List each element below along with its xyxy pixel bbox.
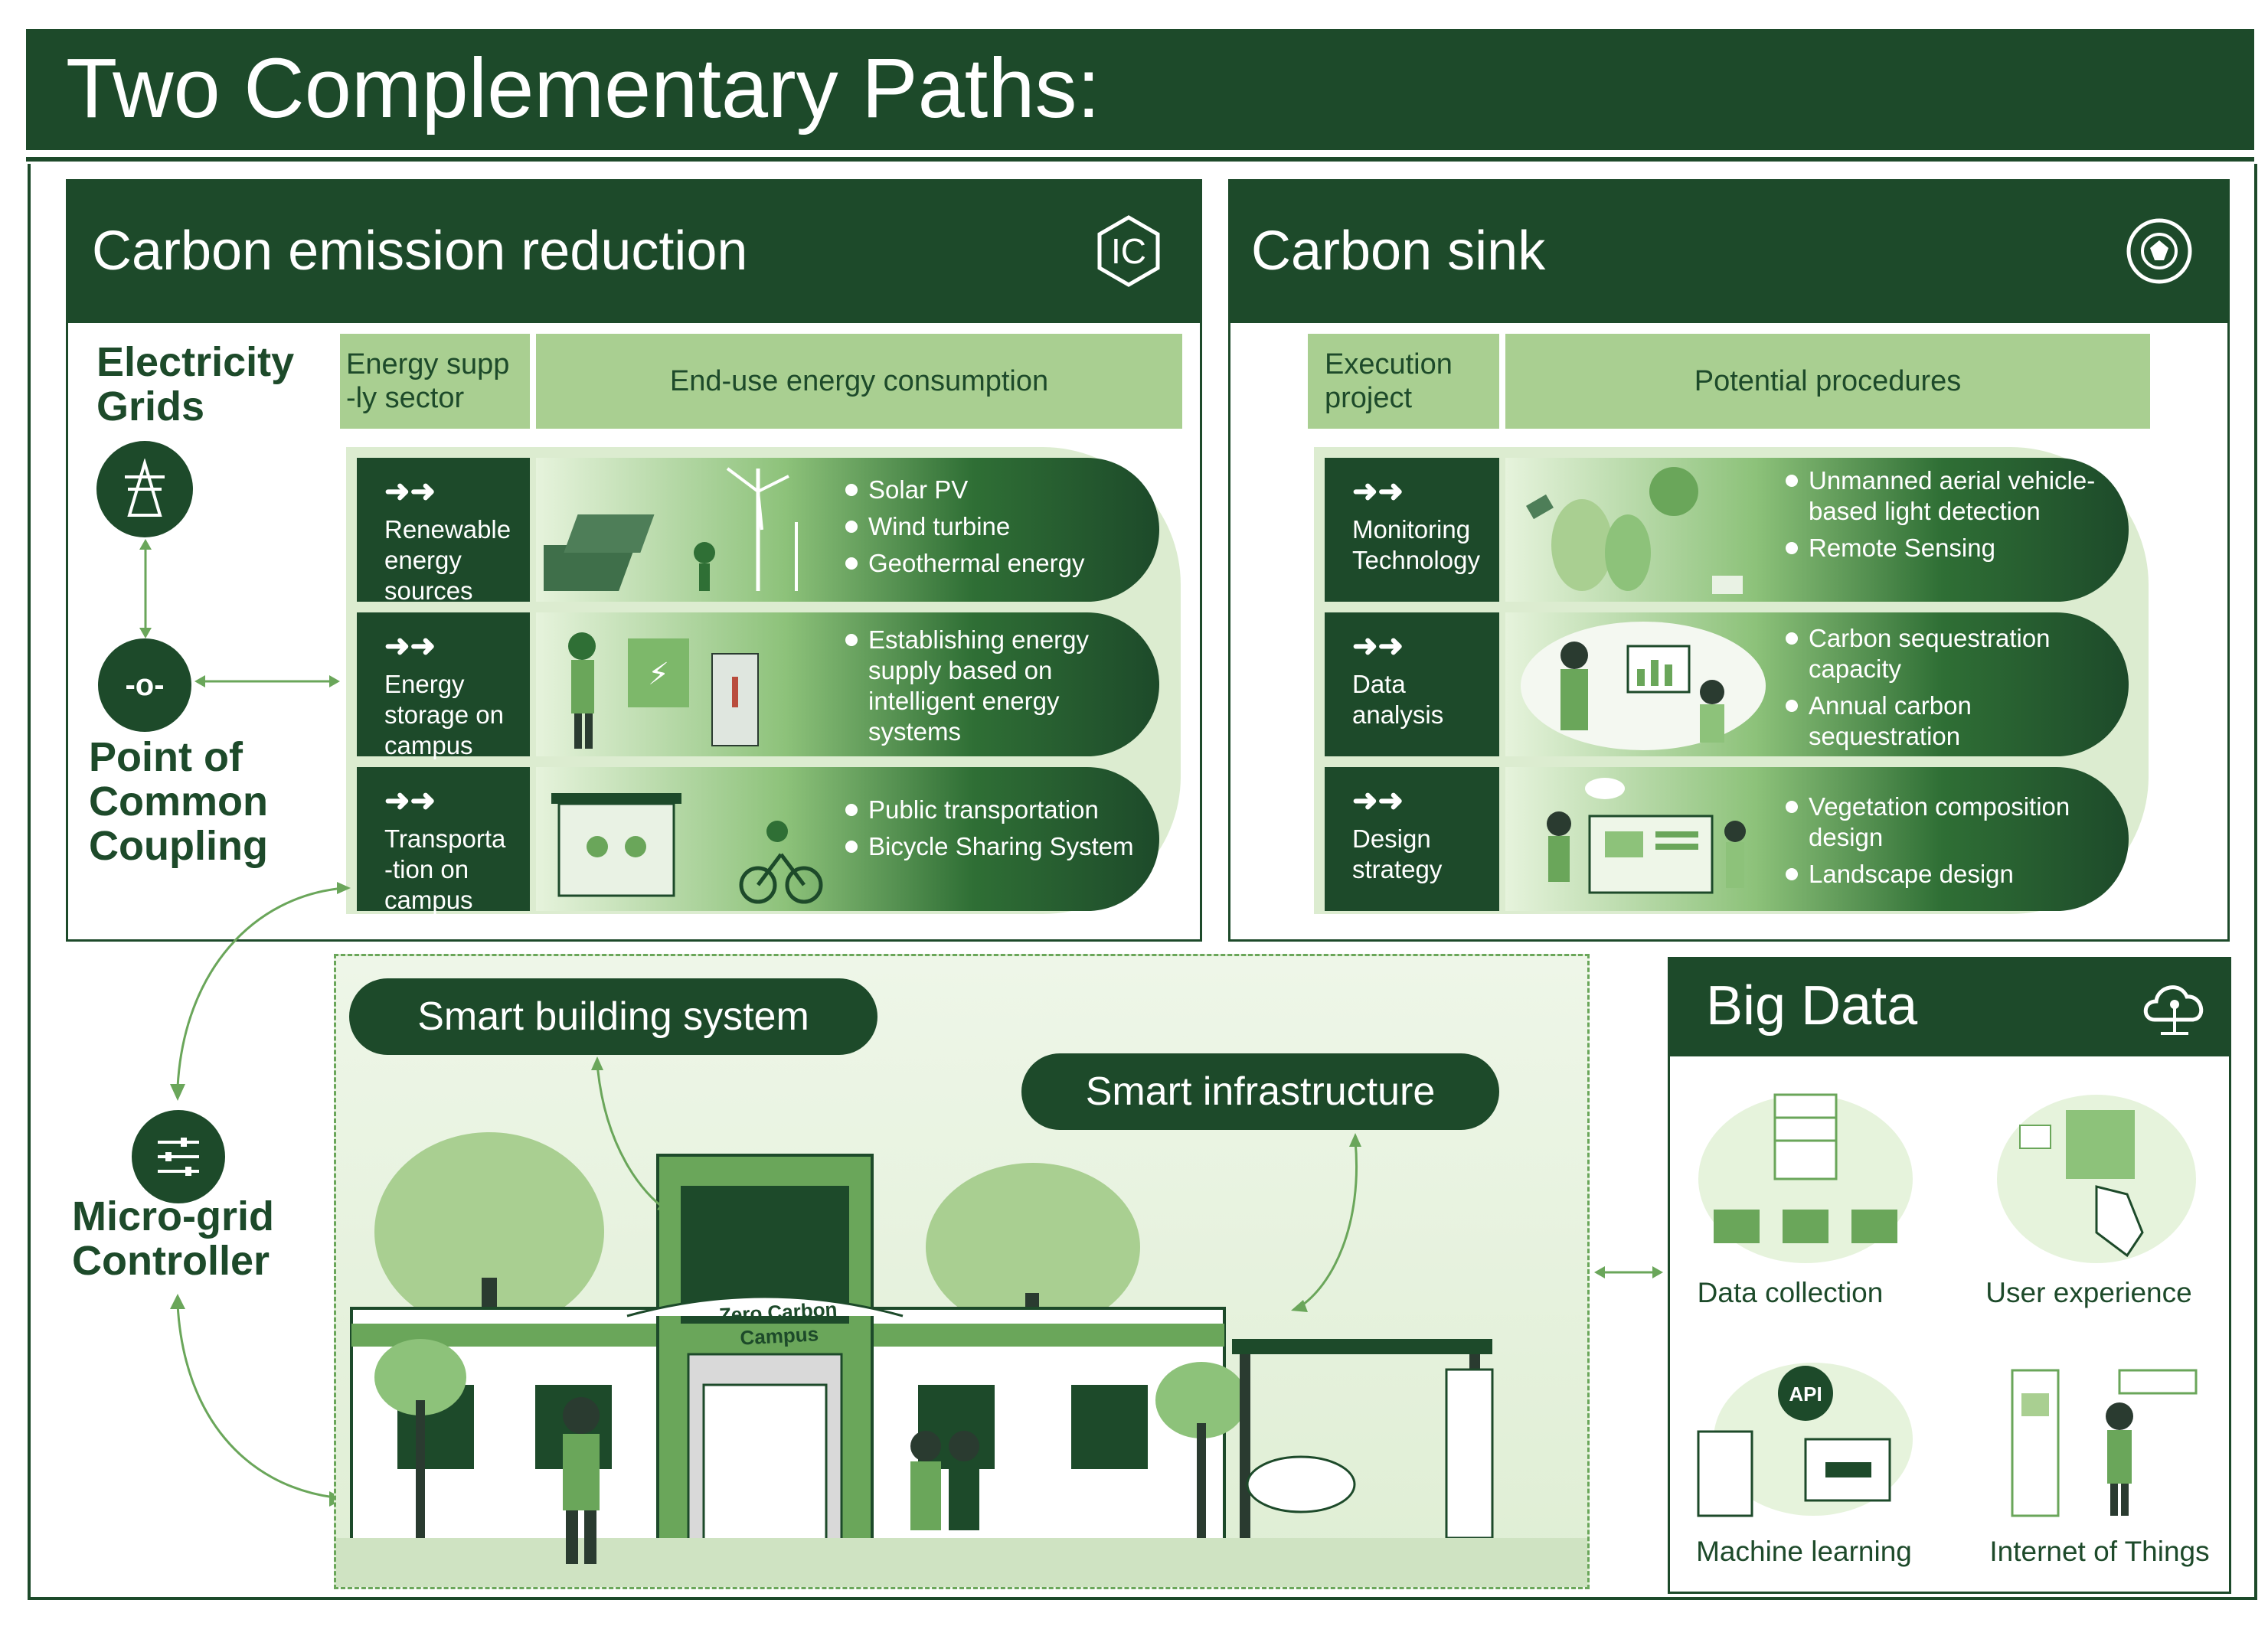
carbon-reduction-title: Carbon emission reduction	[92, 220, 748, 282]
row-label-transportation: ➜➜ Transporta -tion on campus	[357, 767, 530, 914]
carbon-sink-header: Carbon sink	[1228, 179, 2230, 323]
double-arrow-icon: ➜➜	[1352, 784, 1404, 818]
carbon-reduction-c-icon: IC	[1090, 213, 1167, 289]
double-arrow-icon: ➜➜	[384, 784, 436, 818]
power-tower-icon	[96, 441, 193, 537]
bullet-item: Annual carbon sequestration	[1783, 691, 2112, 752]
row-label-renewable: ➜➜ Renewable energy sources	[357, 458, 530, 605]
bullet-item: Geothermal energy	[842, 548, 1149, 579]
transportation-illustration	[544, 770, 835, 908]
outer-frame	[28, 164, 2257, 1600]
header-rule	[26, 157, 2254, 162]
row-label-monitoring: ➜➜ Monitoring Technology	[1325, 458, 1499, 602]
pcc-icon: -o-	[98, 638, 191, 732]
svg-text:API: API	[1789, 1383, 1822, 1406]
bigdata-item-machine-learning: Machine learning	[1696, 1536, 1912, 1567]
data-collection-illustration	[1691, 1079, 1920, 1271]
monitoring-bullets: Unmanned aerial vehicle-based light dete…	[1783, 465, 2112, 570]
page-title: Two Complementary Paths:	[66, 41, 1101, 136]
energy-storage-illustration: ⚡	[544, 615, 835, 753]
big-data-header: Big Data	[1668, 957, 2231, 1056]
data-analysis-bullets: Carbon sequestration capacity Annual car…	[1783, 623, 2112, 758]
row-pill-transportation: Public transportation Bicycle Sharing Sy…	[536, 767, 1159, 911]
pcc-reduction-arrow	[194, 672, 340, 691]
double-arrow-icon: ➜➜	[384, 475, 436, 508]
double-arrow-icon: ➜➜	[384, 629, 436, 663]
row-pill-design-strategy: Vegetation composition design Landscape …	[1505, 767, 2129, 911]
monitoring-illustration	[1513, 461, 1773, 599]
solar-wind-illustration	[527, 461, 835, 599]
row-pill-renewable: Solar PV Wind turbine Geothermal energy	[527, 458, 1159, 602]
sliders-icon	[132, 1110, 225, 1203]
row-label-data-analysis: ➜➜ Data analysis	[1325, 612, 1499, 756]
row-pill-storage: ⚡ Establishing energy supply based on in…	[536, 612, 1159, 756]
bullet-item: Vegetation composition design	[1783, 792, 2119, 853]
bullet-item: Establishing energy supply based on inte…	[842, 625, 1095, 747]
campus-illustration	[336, 1132, 1587, 1587]
bullet-item: Carbon sequestration capacity	[1783, 623, 2112, 684]
electricity-grids-label: Electricity Grids	[96, 339, 295, 429]
bullet-item: Solar PV	[842, 475, 1149, 505]
row-label-design-strategy: ➜➜ Design strategy	[1325, 767, 1499, 911]
pcc-microgrid-curve	[161, 880, 352, 1102]
double-arrow-icon: ➜➜	[1352, 629, 1404, 663]
carbon-reduction-header: Carbon emission reduction IC	[66, 179, 1202, 323]
design-strategy-bullets: Vegetation composition design Landscape …	[1783, 792, 2119, 896]
bigdata-item-data-collection: Data collection	[1697, 1277, 1884, 1308]
bigdata-item-user-experience: User experience	[1985, 1277, 2192, 1308]
grid-pcc-arrow	[136, 539, 155, 638]
smart-infrastructure-arrow	[1286, 1133, 1378, 1317]
bigdata-item-iot: Internet of Things	[1989, 1536, 2210, 1567]
carbon-sink-title: Carbon sink	[1251, 220, 1546, 282]
storage-bullets: Establishing energy supply based on inte…	[842, 625, 1095, 753]
smart-infrastructure-tag: Smart infrastructure	[1021, 1053, 1499, 1130]
user-experience-illustration	[1982, 1079, 2211, 1271]
pcc-label: Point of Common Coupling	[89, 734, 268, 869]
iot-illustration	[1982, 1347, 2211, 1531]
svg-text:IC: IC	[1111, 231, 1146, 271]
bullet-item: Bicycle Sharing System	[842, 831, 1164, 862]
row-label-storage: ➜➜ Energy storage on campus	[357, 612, 530, 759]
microgrid-campus-curve	[161, 1294, 345, 1508]
bullet-item: Remote Sensing	[1783, 533, 2112, 563]
transportation-bullets: Public transportation Bicycle Sharing Sy…	[842, 795, 1164, 868]
machine-learning-illustration: API	[1691, 1347, 1920, 1531]
energy-supply-col-head: Energy supp -ly sector	[340, 334, 530, 429]
svg-text:⚡: ⚡	[648, 657, 669, 692]
microgrid-label: Micro-grid Controller	[72, 1193, 274, 1284]
campus-bigdata-arrow	[1594, 1263, 1663, 1282]
bullet-item: Unmanned aerial vehicle-based light dete…	[1783, 465, 2112, 527]
smart-building-arrow	[582, 1056, 674, 1225]
data-analysis-illustration	[1513, 615, 1773, 753]
bullet-item: Wind turbine	[842, 511, 1149, 542]
end-use-col-head: End-use energy consumption	[536, 334, 1182, 429]
bullet-item: Public transportation	[842, 795, 1164, 825]
carbon-sink-globe-icon	[2121, 213, 2198, 289]
big-data-title: Big Data	[1706, 975, 1918, 1037]
potential-procedures-col-head: Potential procedures	[1505, 334, 2150, 429]
execution-project-col-head: Execution project	[1308, 334, 1499, 429]
row-pill-data-analysis: Carbon sequestration capacity Annual car…	[1505, 612, 2129, 756]
renewable-bullets: Solar PV Wind turbine Geothermal energy	[842, 475, 1149, 585]
row-pill-monitoring: Unmanned aerial vehicle-based light dete…	[1505, 458, 2129, 602]
bullet-item: Landscape design	[1783, 859, 2119, 890]
cloud-icon	[2138, 974, 2211, 1040]
smart-building-tag: Smart building system	[349, 978, 877, 1055]
campus-area: Zero Carbon Campus	[334, 954, 1590, 1589]
double-arrow-icon: ➜➜	[1352, 475, 1404, 508]
design-strategy-illustration	[1513, 770, 1773, 908]
page-header: Two Complementary Paths:	[26, 29, 2254, 150]
